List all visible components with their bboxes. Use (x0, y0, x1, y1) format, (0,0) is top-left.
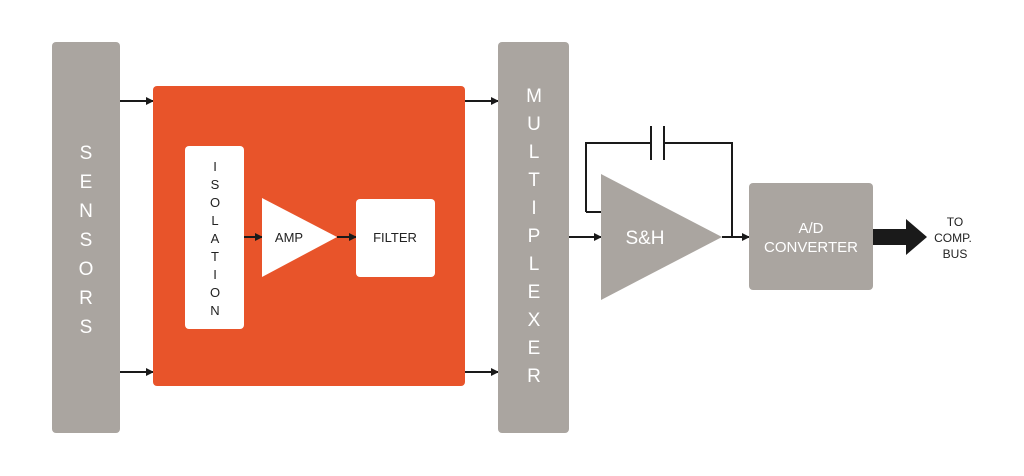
filter-block (356, 199, 435, 277)
sensors-block (52, 42, 120, 433)
output-label-line1: TO (947, 215, 963, 229)
output-bus-arrow (873, 219, 927, 255)
amp-triangle (262, 198, 337, 277)
ad-converter-label-line2: CONVERTER (764, 239, 858, 256)
output-label-line2: COMP. (934, 231, 972, 245)
sample-hold-triangle (601, 174, 722, 300)
filter-label: FILTER (373, 230, 417, 245)
capacitor-feedback-wire (585, 142, 733, 237)
output-label-line3: BUS (943, 247, 968, 261)
ad-converter-block (749, 183, 873, 290)
ad-converter-label-line1: A/D (798, 220, 823, 237)
multiplexer-block (498, 42, 569, 433)
sample-hold-label: S&H (625, 228, 664, 249)
amp-label: AMP (275, 230, 303, 245)
isolation-block (185, 146, 244, 329)
